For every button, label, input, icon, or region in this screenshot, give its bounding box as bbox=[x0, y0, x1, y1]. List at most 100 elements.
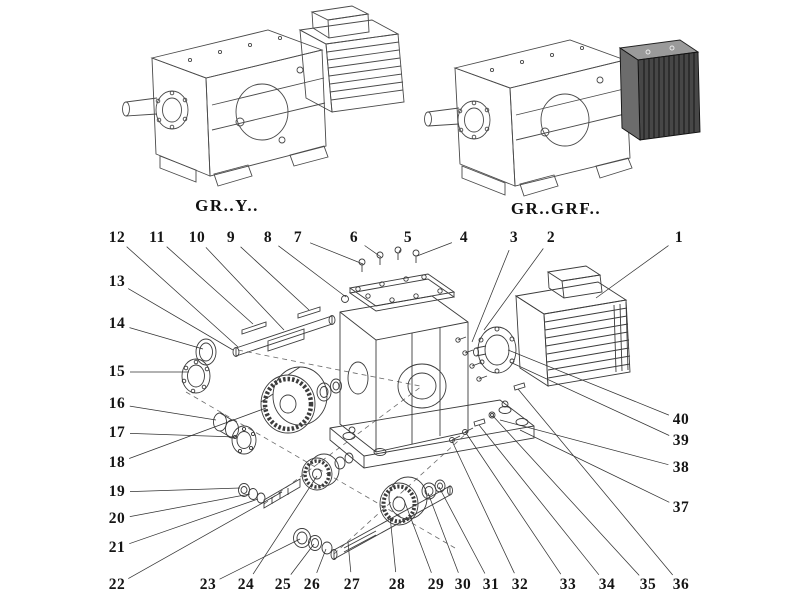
callout-38: 38 bbox=[672, 459, 690, 476]
callout-20: 20 bbox=[108, 510, 126, 527]
leader-line-5 bbox=[398, 248, 402, 253]
leader-line-19 bbox=[129, 487, 241, 492]
callout-1: 1 bbox=[674, 229, 684, 246]
leader-line-6 bbox=[364, 245, 382, 258]
callout-9: 9 bbox=[226, 229, 236, 246]
callout-33: 33 bbox=[559, 576, 577, 593]
gearmotor-gr-grf-drawing bbox=[424, 39, 701, 197]
leader-line-29 bbox=[403, 499, 432, 573]
leader-line-9 bbox=[240, 246, 310, 311]
callout-25: 25 bbox=[274, 576, 292, 593]
small-fasteners bbox=[449, 382, 526, 443]
callout-29: 29 bbox=[427, 576, 445, 593]
exploded-view-drawing bbox=[181, 246, 631, 560]
leader-line-12 bbox=[126, 246, 239, 348]
callout-34: 34 bbox=[598, 576, 616, 593]
top-cover bbox=[348, 273, 456, 312]
bearing-front bbox=[181, 358, 211, 394]
leader-line-14 bbox=[129, 327, 204, 350]
leader-line-7 bbox=[309, 242, 364, 265]
housing-base bbox=[329, 399, 535, 469]
motor-exploded bbox=[473, 265, 631, 387]
callout-31: 31 bbox=[482, 576, 500, 593]
leader-line-24 bbox=[252, 475, 318, 575]
callout-32: 32 bbox=[511, 576, 529, 593]
leader-line-27 bbox=[347, 541, 352, 573]
callout-6: 6 bbox=[349, 229, 359, 246]
leader-line-37 bbox=[519, 429, 670, 503]
leader-line-28 bbox=[389, 515, 397, 573]
leader-line-18 bbox=[129, 407, 267, 459]
leader-line-13 bbox=[128, 288, 234, 351]
leader-line-32 bbox=[451, 440, 515, 574]
leader-line-2 bbox=[483, 248, 544, 331]
leader-line-26 bbox=[316, 548, 327, 574]
leader-line-11 bbox=[166, 246, 254, 325]
callout-35: 35 bbox=[639, 576, 657, 593]
callout-24: 24 bbox=[237, 576, 255, 593]
shaft-key-2 bbox=[297, 306, 321, 319]
leader-line-30 bbox=[427, 492, 459, 573]
shaft-key-1 bbox=[241, 321, 267, 335]
leader-line-20 bbox=[129, 493, 251, 517]
callout-39: 39 bbox=[672, 432, 690, 449]
flange-bolts bbox=[455, 336, 488, 382]
callout-27: 27 bbox=[343, 576, 361, 593]
callout-4: 4 bbox=[459, 229, 469, 246]
leader-line-1 bbox=[595, 245, 669, 299]
leader-line-25 bbox=[290, 543, 315, 575]
callout-17: 17 bbox=[108, 424, 126, 441]
key-part-2 bbox=[513, 382, 526, 391]
callout-3: 3 bbox=[509, 229, 519, 246]
cover-screws bbox=[341, 246, 420, 303]
callout-22: 22 bbox=[108, 576, 126, 593]
leader-line-17 bbox=[129, 433, 237, 438]
callout-19: 19 bbox=[108, 483, 126, 500]
output-shaft-assembly bbox=[293, 476, 453, 560]
callout-13: 13 bbox=[108, 273, 126, 290]
callout-23: 23 bbox=[199, 576, 217, 593]
retaining-rings bbox=[316, 378, 342, 402]
callout-5: 5 bbox=[403, 229, 413, 246]
callout-16: 16 bbox=[108, 395, 126, 412]
callout-18: 18 bbox=[108, 454, 126, 471]
bearing-second bbox=[231, 425, 257, 455]
leader-line-4 bbox=[416, 242, 453, 257]
leader-line-39 bbox=[509, 361, 670, 436]
leader-line-16 bbox=[129, 405, 217, 421]
callout-12: 12 bbox=[108, 229, 126, 246]
callout-11: 11 bbox=[149, 229, 165, 246]
assembly-axis-lines bbox=[185, 349, 469, 555]
leader-line-22 bbox=[128, 491, 283, 579]
leader-line-8 bbox=[278, 245, 347, 298]
leader-line-33 bbox=[465, 432, 562, 575]
leader-line-31 bbox=[438, 486, 486, 574]
key-part bbox=[473, 418, 486, 427]
callout-28: 28 bbox=[388, 576, 406, 593]
callout-37: 37 bbox=[672, 499, 690, 516]
leader-line-35 bbox=[492, 415, 640, 576]
callout-10: 10 bbox=[188, 229, 206, 246]
callout-26: 26 bbox=[303, 576, 321, 593]
input-shaft bbox=[232, 306, 336, 357]
callout-8: 8 bbox=[263, 229, 273, 246]
leader-line-10 bbox=[205, 247, 285, 331]
callout-21: 21 bbox=[108, 539, 126, 556]
callout-40: 40 bbox=[672, 411, 690, 428]
callout-14: 14 bbox=[108, 315, 126, 332]
callout-7: 7 bbox=[293, 229, 303, 246]
leader-line-3 bbox=[471, 249, 510, 343]
leader-line-38 bbox=[499, 419, 669, 466]
leader-line-21 bbox=[129, 498, 259, 545]
callout-15: 15 bbox=[108, 363, 126, 380]
oil-seal bbox=[195, 338, 217, 366]
callout-36: 36 bbox=[672, 576, 690, 593]
callout-30: 30 bbox=[454, 576, 472, 593]
callout-2: 2 bbox=[546, 229, 556, 246]
vent-plug bbox=[341, 295, 349, 303]
variant-label-gr-y: GR..Y.. bbox=[195, 196, 259, 215]
